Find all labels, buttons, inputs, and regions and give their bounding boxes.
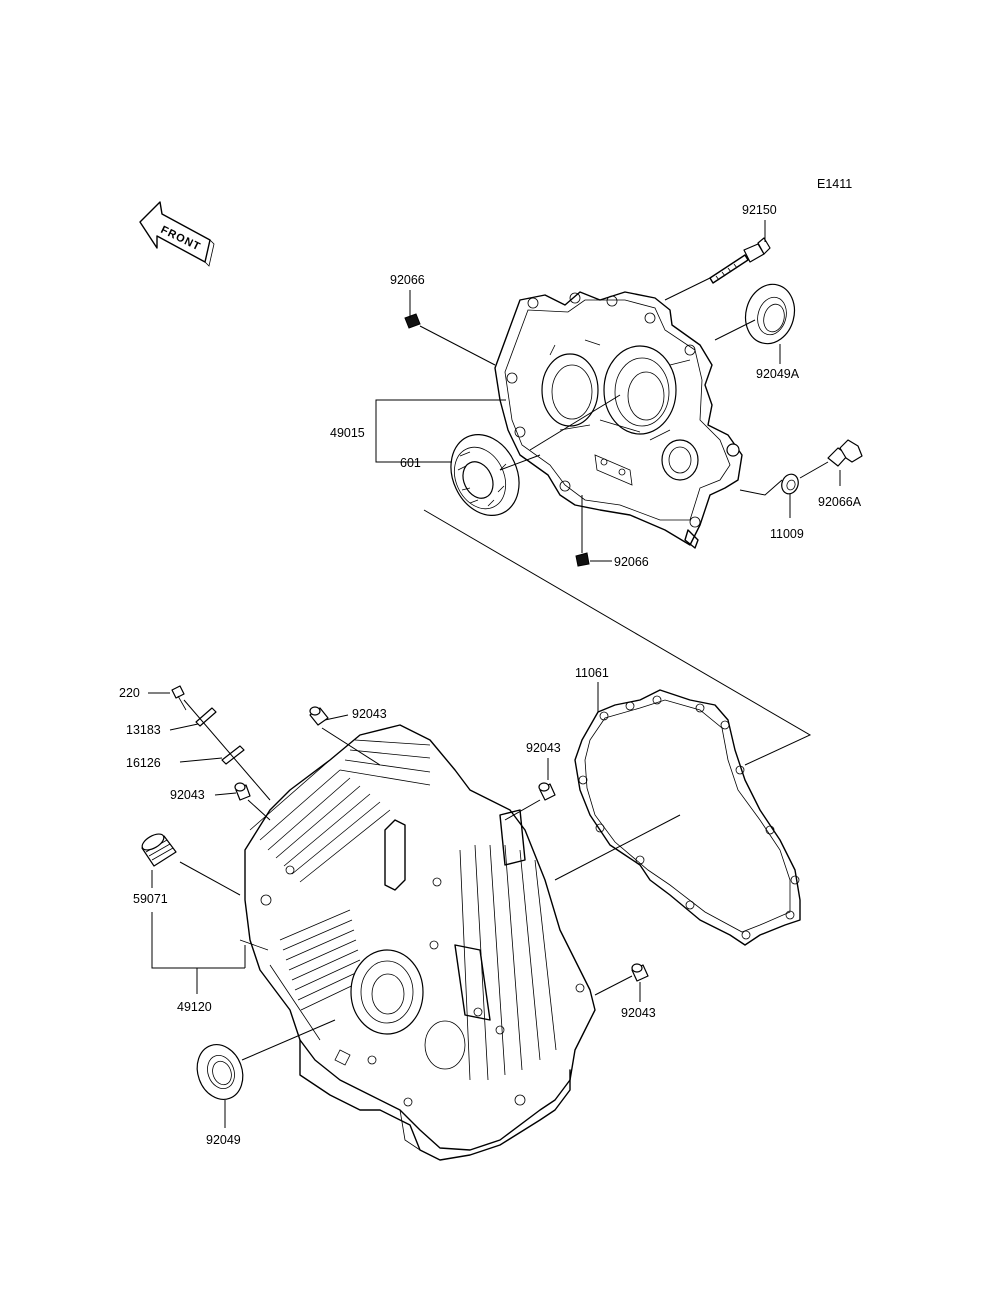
callout-92066-top: 92066 [390,273,425,287]
front-arrow-icon: FRONT [139,201,215,267]
screw-220 [171,685,187,711]
crankcase-49120 [239,724,596,1161]
gasket-16126 [221,745,245,765]
callout-92049A: 92049A [756,367,800,381]
drain-plug-92066A [827,439,863,467]
dowel-92043-top [309,706,329,726]
callout-92043-a: 92043 [352,707,387,721]
dowel-92043-left [234,782,251,801]
breather-59071 [141,833,177,867]
dowel-92043-lower [631,963,649,982]
oil-seal-92049 [196,1044,244,1100]
gasket-11061 [574,689,801,946]
callout-92150: 92150 [742,203,777,217]
callout-92043-b: 92043 [526,741,561,755]
plate-13183 [195,707,217,727]
crankcase-cover [494,291,743,549]
dowel-92043-right [538,782,556,801]
callout-220: 220 [119,686,140,700]
callout-92066A: 92066A [818,495,862,509]
leader-lines [148,220,841,1128]
callout-13183: 13183 [126,723,161,737]
callout-49015: 49015 [330,426,365,440]
oil-seal-92049A [744,283,796,345]
dowel-92066-top [404,313,421,329]
callout-49120: 49120 [177,1000,212,1014]
callout-92049: 92049 [206,1133,241,1147]
callout-92066-bottom: 92066 [614,555,649,569]
callout-11009: 11009 [770,527,804,541]
washer-11009 [781,473,799,495]
diagram-code: E1411 [817,177,852,191]
dowel-92066-bottom [575,552,590,567]
bolt-92150 [709,237,771,284]
callout-11061: 11061 [575,666,609,680]
callout-92043-c: 92043 [170,788,205,802]
callout-92043-d: 92043 [621,1006,656,1020]
ball-bearing-601 [450,434,520,516]
callout-59071: 59071 [133,892,168,906]
callout-16126: 16126 [126,756,161,770]
callout-601: 601 [400,456,421,470]
